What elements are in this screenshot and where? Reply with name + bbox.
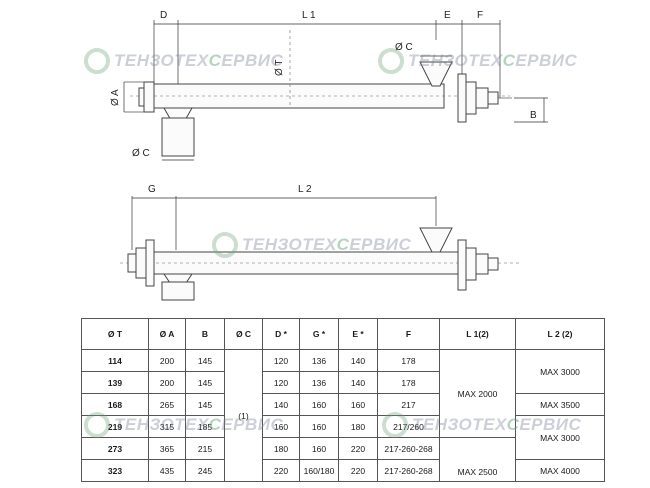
cell-d: 120 — [262, 349, 300, 372]
cell-g: 136 — [299, 349, 339, 372]
technical-drawing: D L 1 E F Ø T Ø A Ø C Ø C B — [110, 10, 548, 301]
cell-g: 160/180 — [299, 459, 339, 482]
cell-e: 220 — [338, 459, 378, 482]
cell-t: 323 — [81, 459, 149, 482]
cell-a: 435 — [148, 459, 186, 482]
table-row: 219 315 185 160 160 180 217/260 MAX 3000 — [81, 415, 605, 460]
cell-g: 160 — [299, 415, 339, 438]
header-cell: G * — [299, 318, 339, 350]
cell-g: 136 — [299, 371, 339, 394]
cell-d: 220 — [262, 459, 300, 482]
dim-label-f: F — [477, 10, 483, 21]
cell-t: 219 — [81, 415, 149, 438]
cell-e: 160 — [338, 393, 378, 416]
cell-l2-group-d: MAX 4000 — [515, 459, 605, 482]
table-row: 323 435 245 220 160/180 220 217-260-268 … — [81, 459, 605, 482]
cell-b: 245 — [185, 459, 225, 482]
cell-b: 145 — [185, 393, 225, 416]
cell-d: 140 — [262, 393, 300, 416]
specification-table: Ø T Ø A B Ø C D * G * E * F L 1(2) L 2 (… — [81, 318, 605, 482]
dim-label-l2: L 2 — [298, 184, 312, 195]
dim-label-b: B — [530, 110, 537, 121]
dim-label-l1: L 1 — [302, 10, 316, 21]
cell-l2-group-b: MAX 3500 — [515, 393, 605, 416]
cell-b: 185 — [185, 415, 225, 438]
header-cell: L 2 (2) — [515, 318, 605, 350]
cell-f: 217-260-268 — [377, 437, 440, 460]
cell-t: 139 — [81, 371, 149, 394]
header-cell: Ø C — [224, 318, 263, 350]
cell-e: 140 — [338, 349, 378, 372]
cell-d: 160 — [262, 415, 300, 438]
cell-a: 265 — [148, 393, 186, 416]
cell-c-merged: (1) — [224, 349, 263, 482]
dim-label-g: G — [148, 184, 156, 195]
cell-a: 365 — [148, 437, 186, 460]
cell-l2-group-a: MAX 3000 — [515, 349, 605, 394]
cell-l2-group-c: MAX 3000 — [515, 415, 605, 460]
cell-f: 217 — [377, 393, 440, 416]
drawing-1: D L 1 E F Ø T Ø A Ø C Ø C B — [110, 10, 548, 161]
dim-label-d: D — [160, 10, 167, 21]
header-cell: B — [185, 318, 225, 350]
cell-a: 200 — [148, 371, 186, 394]
cell-t: 114 — [81, 349, 149, 372]
dim-label-e: E — [444, 10, 451, 21]
cell-a: 315 — [148, 415, 186, 438]
header-cell: E * — [338, 318, 378, 350]
cell-e: 140 — [338, 371, 378, 394]
header-cell: D * — [262, 318, 300, 350]
cell-l1-group-b: MAX 2500 — [439, 437, 516, 482]
table-row: 114 200 145 (1) 120 136 140 178 MAX 2000… — [81, 349, 605, 482]
label-diameter-a: Ø A — [110, 89, 121, 106]
cell-g: 160 — [299, 393, 339, 416]
cell-d: 180 — [262, 437, 300, 460]
cell-g: 160 — [299, 437, 339, 460]
label-diameter-c-top: Ø C — [395, 42, 413, 53]
cell-f: 217/260 — [377, 415, 440, 438]
table-row: 139 200 145 120 136 140 178 — [81, 371, 605, 394]
cell-d: 120 — [262, 371, 300, 394]
cell-b: 215 — [185, 437, 225, 460]
header-cell: Ø T — [81, 318, 149, 350]
cell-a: 200 — [148, 349, 186, 372]
cell-e: 180 — [338, 415, 378, 438]
drawing-2: G L 2 — [120, 184, 520, 301]
cell-l1-group-a: MAX 2000 — [439, 349, 516, 438]
label-diameter-c-bottom: Ø C — [132, 148, 150, 159]
cell-f: 178 — [377, 349, 440, 372]
cell-t: 168 — [81, 393, 149, 416]
cell-f: 217-260-268 — [377, 459, 440, 482]
table-row: 273 365 215 180 160 220 217-260-268 MAX … — [81, 437, 605, 482]
label-diameter-t: Ø T — [274, 60, 285, 76]
header-cell: Ø A — [148, 318, 186, 350]
cell-b: 145 — [185, 349, 225, 372]
header-cell: F — [377, 318, 440, 350]
header-cell: L 1(2) — [439, 318, 516, 350]
cell-t: 273 — [81, 437, 149, 460]
cell-e: 220 — [338, 437, 378, 460]
table-header-row: Ø T Ø A B Ø C D * G * E * F L 1(2) L 2 (… — [81, 318, 605, 350]
table-row: 168 265 145 140 160 160 217 MAX 3500 — [81, 393, 605, 416]
cell-b: 145 — [185, 371, 225, 394]
cell-f: 178 — [377, 371, 440, 394]
